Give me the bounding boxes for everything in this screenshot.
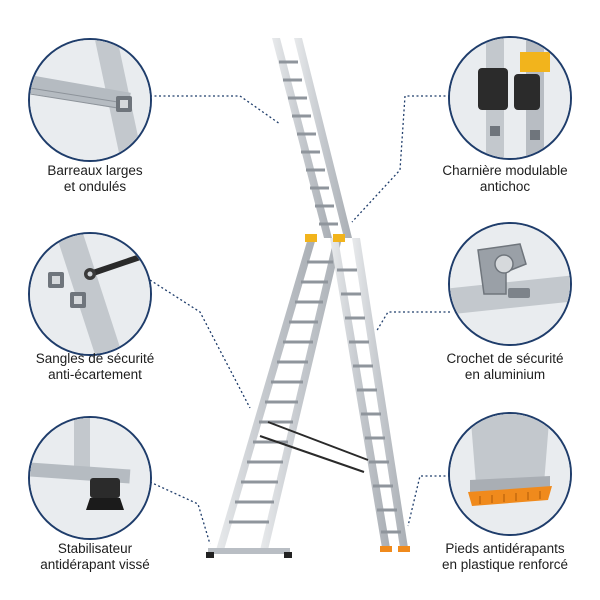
callout-circle-stabilizer xyxy=(28,416,152,540)
callout-circle-straps xyxy=(28,232,152,356)
label-feet: Pieds antidérapants en plastique renforc… xyxy=(441,541,569,572)
hinge-cap xyxy=(305,234,317,242)
callout-circle-hinge xyxy=(448,36,572,160)
strap-closeup-icon xyxy=(30,234,150,354)
safety-straps xyxy=(259,421,369,473)
leader-lines xyxy=(149,95,450,545)
label-stabilizer: Stabilisateur antidérapant vissé xyxy=(40,541,150,572)
label-rungs: Barreaux larges et ondulés xyxy=(47,163,143,194)
rear-ladder-section xyxy=(330,238,408,548)
hinge-closeup-icon xyxy=(450,38,570,158)
label-hinge: Charnière modulable antichoc xyxy=(442,163,568,194)
rung-closeup-icon xyxy=(30,40,150,160)
hinge-cap xyxy=(333,234,345,242)
stabilizer-bar xyxy=(208,548,290,554)
upper-ladder-section xyxy=(272,38,352,238)
stabilizer-closeup-icon xyxy=(30,418,150,538)
label-straps: Sangles de sécurité anti-écartement xyxy=(35,351,155,382)
callout-circle-rungs xyxy=(28,38,152,162)
front-ladder-section xyxy=(216,238,342,550)
callout-circle-hook xyxy=(448,222,572,346)
callout-circle-feet xyxy=(448,412,572,536)
hook-closeup-icon xyxy=(450,224,570,344)
foot-closeup-icon xyxy=(450,414,570,534)
label-hook: Crochet de sécurité en aluminium xyxy=(446,351,564,382)
